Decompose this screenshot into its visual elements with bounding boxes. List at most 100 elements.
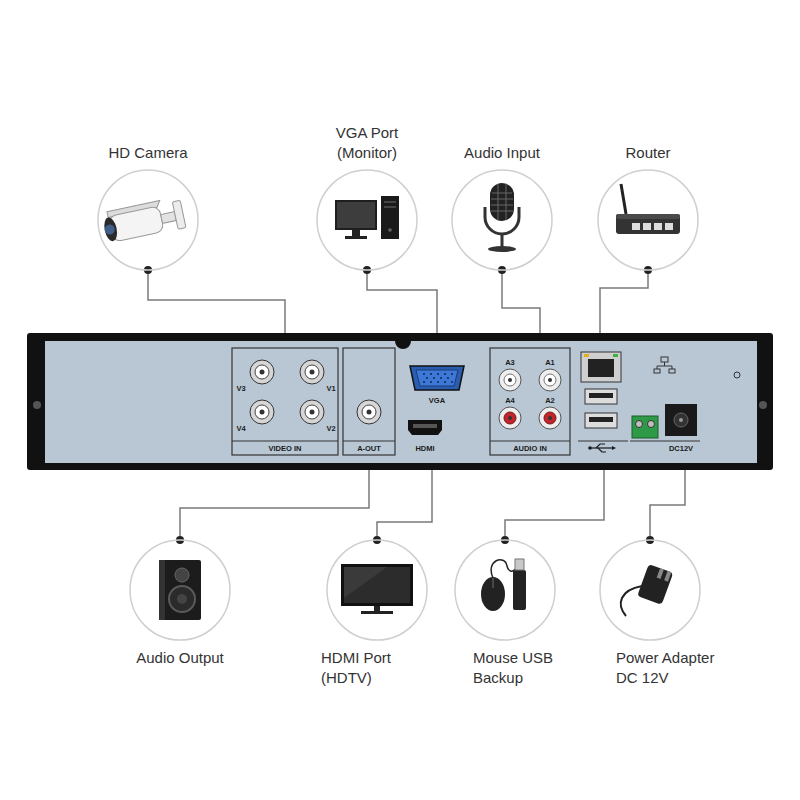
- bnc-connectors: [305, 405, 319, 419]
- monitor-icon: [352, 230, 360, 236]
- circle-outline: [598, 538, 702, 642]
- dvr-panel: [33, 401, 41, 409]
- callout-label: Mouse USB Backup: [473, 648, 568, 687]
- tv-icon: [341, 564, 413, 606]
- callout-circle: Power Adapter DC 12V: [598, 538, 702, 642]
- router-icon: [616, 184, 680, 234]
- bnc-connectors: [255, 405, 269, 419]
- bnc-connectors: [305, 365, 319, 379]
- bnc-connectors: [300, 400, 324, 424]
- rca-connectors: [504, 374, 516, 386]
- bnc-connectors: [300, 400, 324, 424]
- circle-outline: [327, 540, 427, 640]
- callout-circle: VGA Port (Monitor): [315, 168, 419, 272]
- microphone-icon: [506, 184, 507, 220]
- bnc-connectors: [362, 405, 376, 419]
- vga-connector: [426, 377, 428, 379]
- vga-connector: [430, 381, 432, 383]
- tv-icon: [374, 606, 380, 611]
- rca-connectors: [508, 416, 512, 420]
- network-usb-ports: [590, 444, 612, 452]
- bnc-connectors: [310, 410, 315, 415]
- router-icon: [665, 223, 673, 230]
- rca-connectors: [499, 407, 521, 429]
- callout-text: HDMI Port (HDTV): [321, 648, 411, 687]
- speaker-icon: [159, 560, 201, 620]
- vga-connector: [451, 381, 453, 383]
- bnc-connectors: [250, 400, 274, 424]
- network-usb-ports: [596, 444, 605, 448]
- circle-outline: [96, 168, 200, 272]
- microphone-icon: [492, 193, 512, 194]
- network-usb-ports: [613, 354, 618, 357]
- vga-connector: [430, 373, 432, 375]
- microphone-icon: [490, 183, 514, 221]
- callout-label: HD Camera: [93, 143, 203, 163]
- network-symbol: [654, 357, 675, 373]
- hdmi-port: [408, 420, 442, 435]
- rca-connectors: [499, 369, 521, 391]
- monitor-icon: [388, 228, 392, 232]
- bnc-connectors: [250, 360, 381, 424]
- camera-icon: [102, 216, 119, 242]
- vga-connector: [440, 377, 442, 379]
- network-usb-ports: [585, 389, 617, 404]
- power-adapter-icon: [637, 564, 673, 605]
- mouse-usb-icon: [481, 577, 505, 611]
- port-label: A-OUT: [357, 445, 381, 453]
- network-symbol: [661, 357, 668, 362]
- tv-icon: [341, 564, 413, 614]
- circle-outline: [325, 538, 429, 642]
- rca-connectors: [539, 369, 561, 391]
- dvr-panel: [27, 333, 773, 470]
- router-icon: [621, 184, 626, 214]
- network-usb-ports: [585, 413, 617, 428]
- vga-connector: [444, 381, 446, 383]
- rca-connectors: [508, 378, 512, 382]
- dvr-panel: [27, 333, 773, 470]
- rca-connectors: [539, 407, 561, 429]
- rca-connectors: [504, 412, 516, 424]
- microphone-icon: [491, 205, 513, 206]
- network-symbol: [654, 369, 660, 373]
- callout-label: Audio Output: [125, 648, 235, 668]
- monitor-icon: [384, 206, 396, 208]
- bnc-connectors: [250, 360, 274, 384]
- port-label: A1: [545, 359, 555, 367]
- microphone-icon: [498, 184, 499, 220]
- rca-connectors: [499, 369, 521, 391]
- microphone-icon: [491, 211, 513, 212]
- power-terminals: [674, 413, 688, 427]
- speaker-icon: [169, 586, 195, 612]
- rca-connectors: [539, 369, 561, 391]
- router-icon: [654, 223, 662, 230]
- callout-text: HD Camera: [93, 143, 203, 163]
- vga-connector: [416, 370, 458, 386]
- port-label: V1: [326, 385, 335, 393]
- microphone-icon: [491, 184, 513, 220]
- power-terminals: [630, 441, 700, 442]
- router-icon: [643, 223, 651, 230]
- callout-text: VGA Port (Monitor): [322, 123, 412, 162]
- tv-icon: [344, 567, 410, 603]
- router-icon: [616, 214, 680, 219]
- callout-label: Router: [593, 143, 703, 163]
- router-icon: [616, 214, 680, 234]
- network-usb-ports: [588, 446, 592, 450]
- microphone-icon: [491, 199, 513, 200]
- dvr-panel: [45, 341, 757, 463]
- port-label: V2: [326, 425, 335, 433]
- port-label: A4: [505, 397, 515, 405]
- dvr-panel: [759, 401, 767, 409]
- camera-icon: [161, 212, 177, 224]
- circle-outline: [453, 538, 557, 642]
- monitor-icon: [384, 201, 396, 203]
- vga-connector: [410, 366, 464, 390]
- bnc-connectors: [250, 400, 274, 424]
- microphone-icon: [485, 207, 519, 234]
- vga-connector: [437, 381, 439, 383]
- video-in-group: [490, 348, 570, 455]
- vga-connector: [410, 366, 464, 390]
